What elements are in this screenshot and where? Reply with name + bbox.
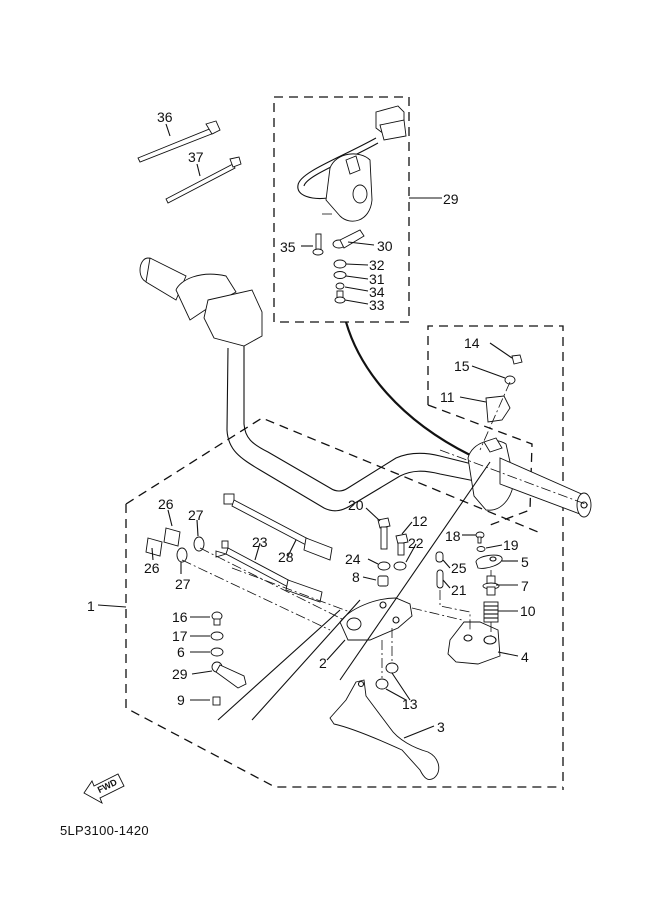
- callout-17[interactable]: 17: [172, 628, 188, 644]
- screw-35[interactable]: [312, 233, 324, 256]
- callout-33[interactable]: 33: [369, 297, 385, 313]
- callout-23[interactable]: 23: [252, 534, 268, 550]
- right-grip[interactable]: [499, 457, 592, 518]
- callout-27b[interactable]: 27: [175, 576, 191, 592]
- collar-8[interactable]: [377, 575, 389, 587]
- screw-33[interactable]: [334, 290, 346, 304]
- clamp-30[interactable]: [332, 229, 365, 249]
- drawing-code: 5LP3100-1420: [60, 823, 149, 838]
- callout-36[interactable]: 36: [157, 109, 173, 125]
- lever-bracket-2[interactable]: [339, 597, 413, 641]
- callout-7[interactable]: 7: [521, 578, 529, 594]
- callout-21[interactable]: 21: [451, 582, 467, 598]
- washer-24[interactable]: [377, 561, 391, 571]
- callout-1[interactable]: 1: [87, 598, 95, 614]
- callout-10[interactable]: 10: [520, 603, 536, 619]
- spring-10[interactable]: [483, 601, 499, 623]
- pin-25[interactable]: [435, 551, 444, 563]
- cable-23[interactable]: [215, 540, 323, 603]
- washer-22[interactable]: [393, 561, 407, 571]
- callout-31[interactable]: 31: [369, 271, 385, 287]
- callout-13[interactable]: 13: [402, 696, 418, 712]
- callout-9[interactable]: 9: [177, 692, 185, 708]
- callout-12[interactable]: 12: [412, 513, 428, 529]
- washer-27a[interactable]: [193, 536, 205, 552]
- cable-28[interactable]: [223, 493, 333, 561]
- callout-25[interactable]: 25: [451, 560, 467, 576]
- bolt-12[interactable]: [395, 533, 409, 556]
- callout-18[interactable]: 18: [445, 528, 461, 544]
- callout-24[interactable]: 24: [345, 551, 361, 567]
- screw-16[interactable]: [211, 611, 223, 626]
- adjuster-26a[interactable]: [163, 527, 181, 547]
- callout-4[interactable]: 4: [521, 649, 529, 665]
- callout-26b[interactable]: 26: [144, 560, 160, 576]
- fwd-arrow-icon: [83, 773, 125, 805]
- washer-6[interactable]: [210, 647, 224, 657]
- handlebar[interactable]: [226, 346, 481, 512]
- washer-17[interactable]: [210, 631, 224, 641]
- right-switch-housing[interactable]: [467, 437, 515, 511]
- bolt-20[interactable]: [377, 517, 391, 550]
- callout-8[interactable]: 8: [352, 569, 360, 585]
- callout-22[interactable]: 22: [408, 535, 424, 551]
- callout-28[interactable]: 28: [278, 549, 294, 565]
- cable-tie-36[interactable]: [137, 120, 221, 163]
- clutch-lever-3[interactable]: [329, 679, 440, 781]
- nut-13b[interactable]: [375, 678, 389, 690]
- callout-35[interactable]: 35: [280, 239, 296, 255]
- callout-29-left[interactable]: 29: [172, 666, 188, 682]
- plate-5[interactable]: [475, 554, 503, 569]
- callout-19[interactable]: 19: [503, 537, 519, 553]
- screw-18[interactable]: [475, 531, 485, 544]
- washer-27b[interactable]: [176, 547, 188, 563]
- callout-37[interactable]: 37: [188, 149, 204, 165]
- callout-34[interactable]: 34: [369, 284, 385, 300]
- callout-14[interactable]: 14: [464, 335, 480, 351]
- shaft-7[interactable]: [482, 575, 500, 596]
- screw-14[interactable]: [511, 354, 523, 365]
- washer-15[interactable]: [504, 375, 516, 385]
- callout-20[interactable]: 20: [348, 497, 364, 513]
- switch-29[interactable]: [211, 661, 247, 689]
- callout-15[interactable]: 15: [454, 358, 470, 374]
- callout-32[interactable]: 32: [369, 257, 385, 273]
- left-grip[interactable]: [139, 257, 263, 347]
- callout-6[interactable]: 6: [177, 644, 185, 660]
- washer-34[interactable]: [335, 282, 345, 290]
- screw-9[interactable]: [212, 696, 221, 706]
- callout-3[interactable]: 3: [437, 719, 445, 735]
- callout-2[interactable]: 2: [319, 655, 327, 671]
- cable-tie-37[interactable]: [165, 156, 242, 204]
- cover-11[interactable]: [485, 395, 511, 423]
- nut-32[interactable]: [333, 259, 347, 269]
- callout-5[interactable]: 5: [521, 554, 529, 570]
- callout-29-right[interactable]: 29: [443, 191, 459, 207]
- lever-holder-4[interactable]: [447, 621, 501, 665]
- callout-16[interactable]: 16: [172, 609, 188, 625]
- callout-30[interactable]: 30: [377, 238, 393, 254]
- nut-13a[interactable]: [385, 662, 399, 674]
- handle-switch-29[interactable]: [297, 105, 407, 222]
- washer-19[interactable]: [476, 546, 486, 552]
- callout-11[interactable]: 11: [440, 389, 455, 405]
- washer-31[interactable]: [333, 271, 347, 279]
- switch-assembly-group-box: [273, 96, 410, 323]
- lever-assembly-group-box: [125, 417, 563, 788]
- pin-21[interactable]: [436, 569, 444, 589]
- callout-27a[interactable]: 27: [188, 507, 204, 523]
- callout-26a[interactable]: 26: [158, 496, 174, 512]
- adjuster-26b[interactable]: [145, 537, 163, 557]
